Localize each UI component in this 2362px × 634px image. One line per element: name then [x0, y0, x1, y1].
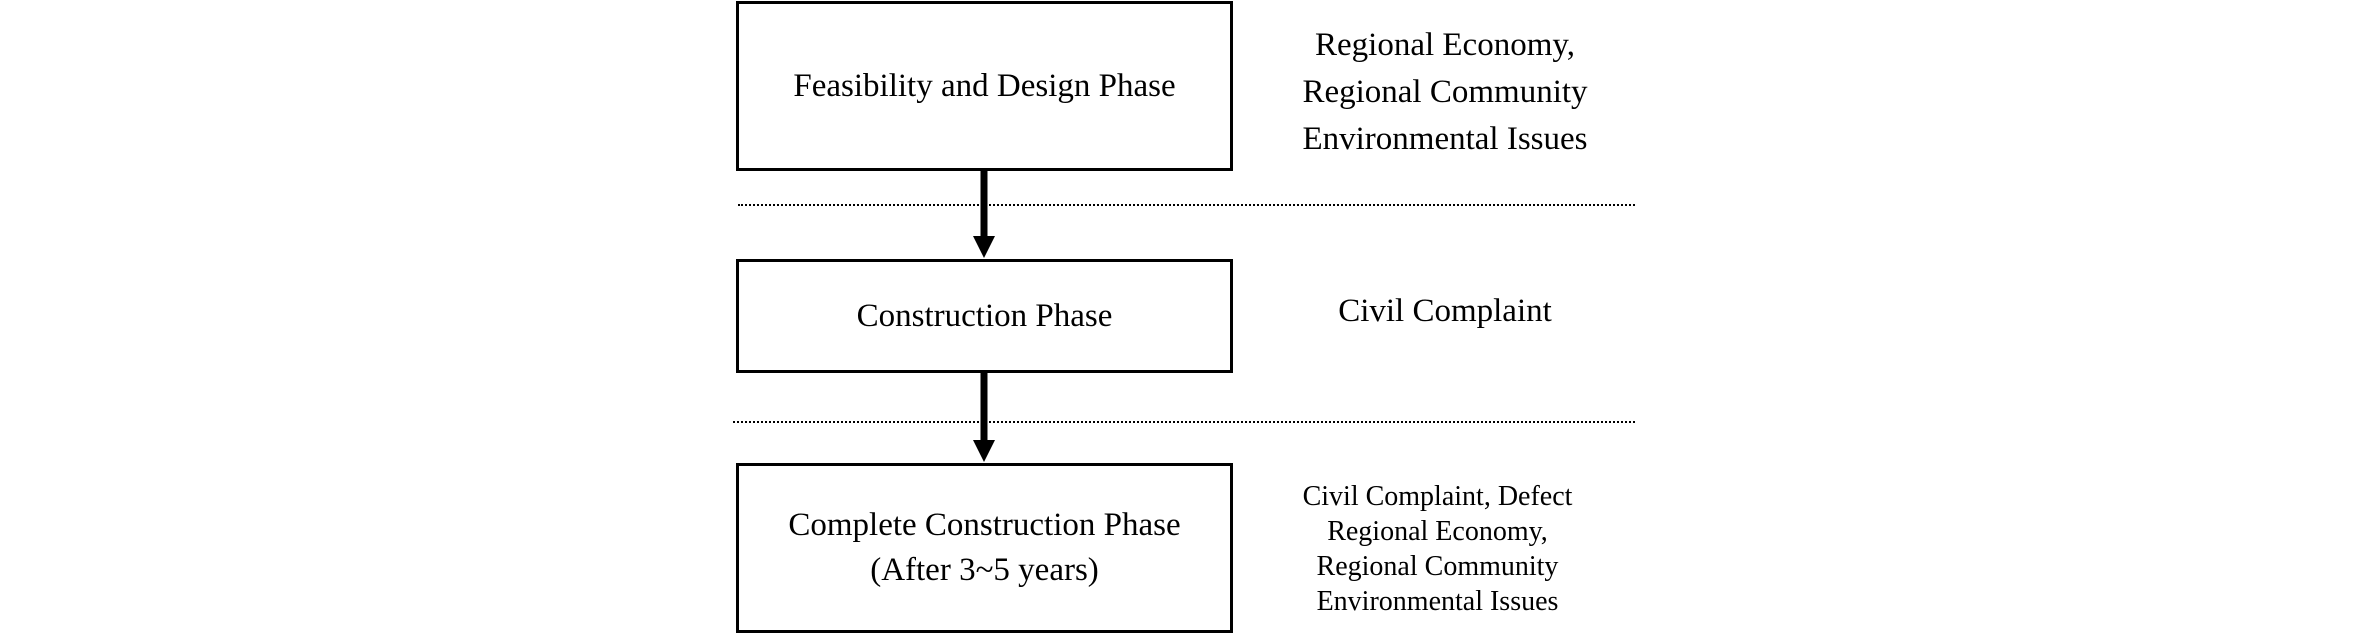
issue-line: Regional Economy,: [1327, 516, 1548, 547]
issue-line: Environmental Issues: [1302, 121, 1588, 157]
arrow-design-to-construction: [973, 171, 995, 258]
issue-line: Regional Economy,: [1315, 27, 1575, 63]
phase-label: Feasibility and Design Phase: [793, 67, 1176, 104]
construction-phase-box: Construction Phase: [736, 259, 1233, 373]
issue-line: Civil Complaint, Defect: [1302, 481, 1573, 512]
issue-line: Regional Community: [1302, 74, 1588, 110]
phase-separator: [738, 204, 1635, 206]
issue-line: Regional Community: [1316, 551, 1559, 582]
phase-separator: [733, 421, 1635, 423]
phase-label: Construction Phase: [856, 297, 1113, 334]
feasibility-design-phase-box: Feasibility and Design Phase: [736, 1, 1233, 171]
complete-phase-issues: Civil Complaint, Defect Regional Economy…: [1270, 479, 1605, 619]
phase-sublabel: (After 3~5 years): [870, 552, 1099, 588]
issue-line: Environmental Issues: [1316, 586, 1559, 617]
issue-line: Civil Complaint: [1338, 293, 1552, 329]
construction-phase-issues: Civil Complaint: [1290, 288, 1600, 335]
arrow-construction-to-complete: [973, 373, 995, 462]
design-phase-issues: Regional Economy, Regional Community Env…: [1290, 22, 1600, 163]
complete-construction-phase-box: Complete Construction Phase (After 3~5 y…: [736, 463, 1233, 633]
phase-label: Complete Construction Phase: [788, 507, 1181, 543]
